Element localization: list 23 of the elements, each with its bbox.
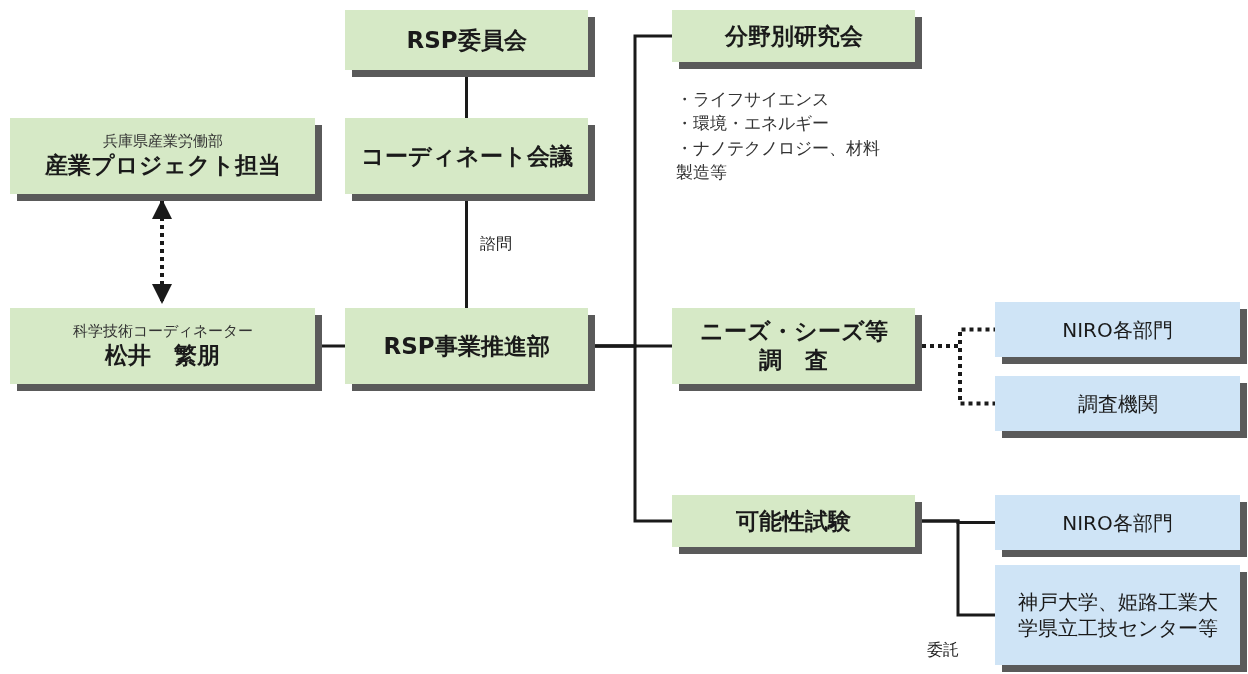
box-subtitle: 兵庫県産業労働部: [102, 132, 223, 152]
box-title: 神戸大学、姫路工業大学県立工技センター等: [1016, 589, 1219, 641]
connector-line: [922, 519, 995, 617]
box-title: 松井 繁朋: [105, 341, 220, 370]
box-title: 産業プロジェクト担当: [44, 151, 281, 180]
box-title: NIRO各部門: [1062, 509, 1173, 536]
box-title: 分野別研究会: [724, 21, 863, 51]
bullet-item: ・環境・エネルギー: [676, 112, 829, 135]
bullet-item: ・ナノテクノロジー、材料製造等: [676, 137, 881, 184]
double-arrow: [152, 199, 172, 304]
connector-line: [922, 344, 995, 406]
box-title: RSP委員会: [406, 25, 527, 55]
connector-line: [595, 344, 672, 523]
box-title: ニーズ・シーズ等調 査: [698, 317, 889, 375]
box-title: コーディネート会議: [360, 141, 573, 171]
box-title: NIRO各部門: [1062, 316, 1173, 343]
connector-line: [322, 344, 345, 348]
box-title: 調査機関: [1077, 390, 1158, 417]
box-title: 可能性試験: [736, 506, 851, 536]
box-title: RSP事業推進部: [383, 331, 550, 361]
edge-label: 委託: [925, 640, 961, 661]
box-subtitle: 科学技術コーディネーター: [72, 322, 253, 342]
bullet-item: ・ライフサイエンス: [676, 88, 829, 111]
